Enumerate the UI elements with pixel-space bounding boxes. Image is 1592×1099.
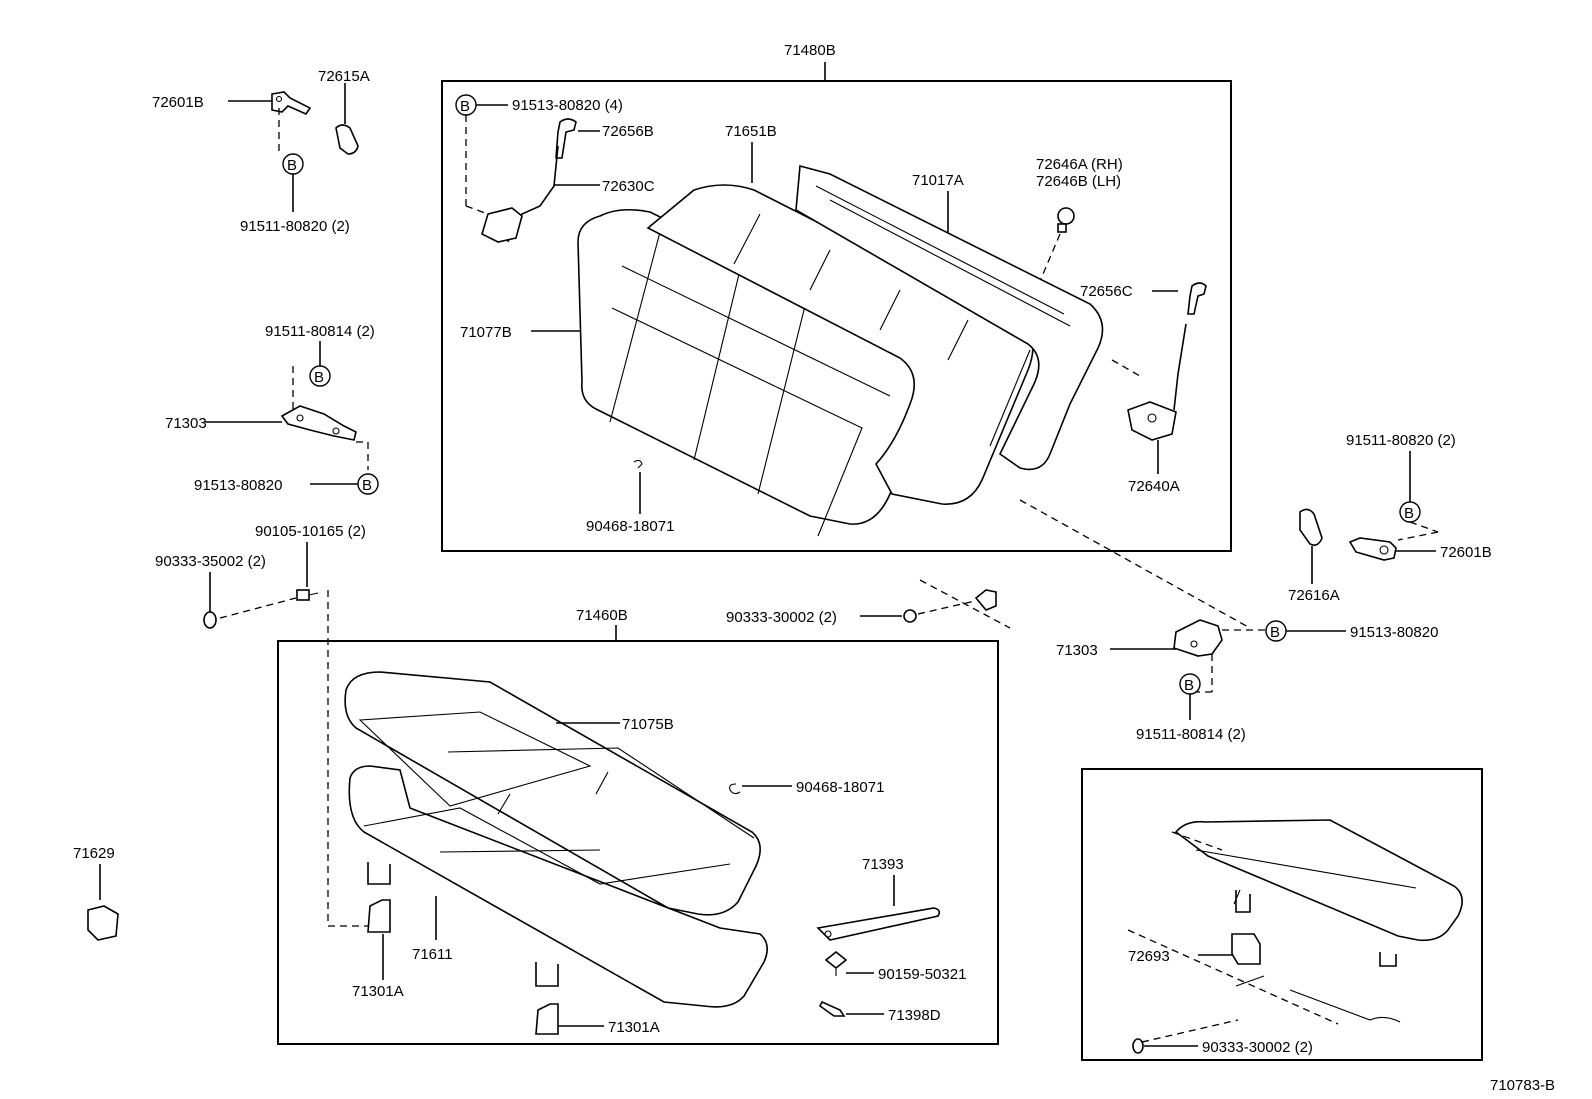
seat-back-group-frame bbox=[441, 80, 1232, 552]
seat-cushion-group-label: 71460B bbox=[576, 607, 628, 624]
clip-90333-30002-mid bbox=[903, 609, 917, 623]
bolt-symbol-b: B bbox=[282, 153, 304, 175]
cover-72615A bbox=[335, 124, 359, 155]
screw-90159 bbox=[824, 950, 848, 976]
inset-seat-cushion bbox=[1171, 819, 1463, 967]
callout-90333-35002: 90333-35002 (2) bbox=[155, 553, 266, 570]
callout-71398D: 71398D bbox=[888, 1007, 941, 1024]
hinge-bracket-72601B bbox=[271, 91, 312, 116]
bolt-symbol-b: B bbox=[1399, 501, 1421, 523]
callout-91511-80820-right: 91511-80820 (2) bbox=[1346, 432, 1456, 449]
callout-71301A-b: 71301A bbox=[608, 1019, 660, 1036]
callout-91513-80820-right: 91513-80820 bbox=[1350, 624, 1438, 641]
svg-text:B: B bbox=[1404, 505, 1414, 522]
headrest-support-72656C bbox=[1187, 282, 1207, 315]
seat-back-cover-71077B bbox=[577, 208, 942, 537]
svg-text:B: B bbox=[287, 157, 297, 174]
hinge-71303-right bbox=[1173, 619, 1223, 657]
callout-72640A: 72640A bbox=[1128, 478, 1180, 495]
clip-90468-cushion bbox=[729, 783, 741, 795]
callout-71301A-a: 71301A bbox=[352, 983, 404, 1000]
bolt-symbol-b: B bbox=[309, 365, 331, 387]
svg-text:B: B bbox=[1270, 624, 1280, 641]
callout-71077B: 71077B bbox=[460, 324, 512, 341]
callout-71651B: 71651B bbox=[725, 123, 777, 140]
svg-text:B: B bbox=[314, 369, 324, 386]
callout-72630C: 72630C bbox=[602, 178, 655, 195]
callout-72646B: 72646B (LH) bbox=[1036, 173, 1121, 190]
callout-91511-80814-right: 91511-80814 (2) bbox=[1136, 726, 1246, 743]
clip-90468-back bbox=[633, 459, 643, 469]
cover-71629 bbox=[87, 905, 119, 941]
seat-back-pad-71651B bbox=[646, 184, 1034, 505]
bolt-symbol-b: B bbox=[1179, 673, 1201, 695]
seat-cushion-pad-71611 bbox=[348, 765, 768, 1008]
bracket-71301A-a bbox=[367, 899, 391, 933]
callout-72656C: 72656C bbox=[1080, 283, 1133, 300]
hook-71611 bbox=[367, 862, 559, 987]
strap-71393 bbox=[816, 907, 941, 941]
hinge-71303-left bbox=[280, 405, 357, 441]
bolt-symbol-b: B bbox=[455, 94, 477, 116]
svg-text:B: B bbox=[362, 477, 372, 494]
bracket-71301A-b bbox=[535, 1003, 559, 1035]
callout-90468-18071-back: 90468-18071 bbox=[586, 518, 674, 535]
seat-cushion-cover-71075B bbox=[344, 671, 761, 916]
callout-71393: 71393 bbox=[862, 856, 904, 873]
bolt-symbol-b: B bbox=[1265, 620, 1287, 642]
svg-text:B: B bbox=[1184, 677, 1194, 694]
callout-91513-80820-left: 91513-80820 bbox=[194, 477, 282, 494]
cover-72616A bbox=[1299, 508, 1323, 546]
lock-assembly-72640A bbox=[1127, 323, 1187, 441]
seat-back-frame-71017A bbox=[795, 164, 1104, 471]
callout-90159-50321: 90159-50321 bbox=[878, 966, 966, 983]
knob-72646 bbox=[1057, 207, 1075, 233]
seat-cushion-group-frame bbox=[277, 640, 999, 1045]
seat-back-group-label: 71480B bbox=[784, 42, 836, 59]
callout-71303-left: 71303 bbox=[165, 415, 207, 432]
callout-71075B: 71075B bbox=[622, 716, 674, 733]
callout-72601B-top: 72601B bbox=[152, 94, 204, 111]
clip-72693 bbox=[1231, 933, 1261, 965]
clip-90333-30002-inset bbox=[1132, 1038, 1144, 1054]
callout-71017A: 71017A bbox=[912, 172, 964, 189]
callout-72615A: 72615A bbox=[318, 68, 370, 85]
bracket-72601B-right bbox=[1348, 537, 1397, 561]
diagram-id: 710783-B bbox=[1490, 1077, 1555, 1094]
callout-72646A: 72646A (RH) bbox=[1036, 156, 1123, 173]
headrest-support-72656B bbox=[555, 118, 577, 159]
callout-71611: 71611 bbox=[412, 946, 453, 963]
bolt-90105 bbox=[296, 589, 319, 601]
callout-72693: 72693 bbox=[1128, 948, 1170, 965]
bracket-mid bbox=[974, 589, 997, 611]
lock-rod-72630C bbox=[481, 145, 559, 243]
clip-71398D bbox=[818, 1000, 846, 1017]
callout-71629: 71629 bbox=[73, 845, 115, 862]
callout-90105-10165: 90105-10165 (2) bbox=[255, 523, 366, 540]
callout-71303-right: 71303 bbox=[1056, 642, 1098, 659]
callout-91513-80820-4: 91513-80820 (4) bbox=[512, 97, 623, 114]
callout-90333-30002-inset: 90333-30002 (2) bbox=[1202, 1039, 1313, 1056]
callout-91511-80820-top: 91511-80820 (2) bbox=[240, 218, 350, 235]
callout-72616A: 72616A bbox=[1288, 587, 1340, 604]
callout-72601B-right: 72601B bbox=[1440, 544, 1492, 561]
clip-90333-35002 bbox=[203, 611, 217, 629]
svg-text:B: B bbox=[460, 98, 470, 115]
callout-90468-18071-cushion: 90468-18071 bbox=[796, 779, 884, 796]
callout-90333-30002-mid: 90333-30002 (2) bbox=[726, 609, 837, 626]
callout-91511-80814-left: 91511-80814 (2) bbox=[265, 323, 375, 340]
inset-frame bbox=[1081, 768, 1483, 1061]
bolt-symbol-b: B bbox=[357, 473, 379, 495]
callout-72656B: 72656B bbox=[602, 123, 654, 140]
